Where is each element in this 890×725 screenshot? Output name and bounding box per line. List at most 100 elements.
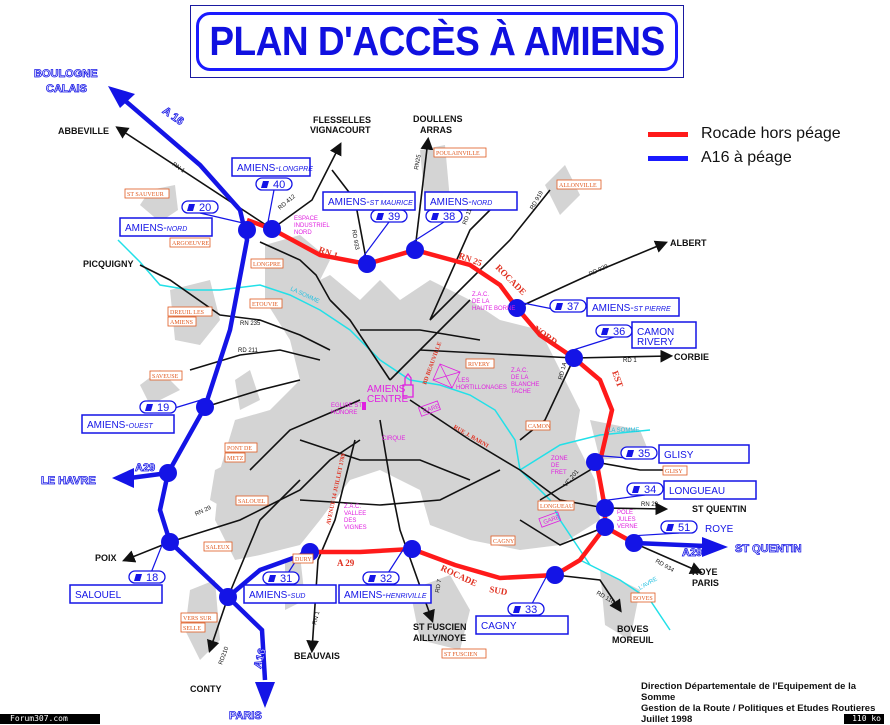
legend-item-rocade: Rocade hors péage <box>648 122 841 146</box>
exit-sign-icon <box>145 404 153 411</box>
exit-sign-icon <box>261 181 269 188</box>
locality-label: METZ <box>224 452 246 463</box>
svg-text:SALOUEL: SALOUEL <box>238 499 266 505</box>
locality-label: ALLONVILLE <box>556 179 602 190</box>
exit-37[interactable]: 37 AMIENS-ST PIERRE <box>508 297 680 317</box>
locality-label: SELLE <box>180 622 206 633</box>
exit-name-box: AMIENS-ST MAURICE <box>322 191 416 211</box>
dest-ailly-noye: AILLY/NOYE <box>413 633 466 643</box>
exit-name-box: AMIENS-NORD <box>119 217 213 237</box>
exit-number-badge: 34 <box>626 482 664 496</box>
exit-name-box: LONGUEAU <box>663 480 757 500</box>
secondary-roads <box>115 126 703 654</box>
svg-text:ETOUVIE: ETOUVIE <box>252 302 278 308</box>
exit-51[interactable]: 51 ROYE <box>625 520 734 552</box>
dest-corbie: CORBIE <box>674 352 709 362</box>
dest-flesselles: FLESSELLES <box>313 115 371 125</box>
roundabout <box>358 255 376 273</box>
roundabout <box>263 220 281 238</box>
credit-date: Juillet 1998 <box>641 714 693 725</box>
exit-number-badge: 36 <box>595 324 633 338</box>
locality-label: LONGPRE <box>250 258 284 269</box>
road-avre: L'AVRE <box>638 576 659 591</box>
legend: Rocade hors péage A16 à péage <box>648 122 841 170</box>
exit-sign-icon <box>134 574 142 581</box>
exit-sign-icon <box>632 486 640 493</box>
exit-name: AMIENS-ST PIERRE <box>592 303 671 314</box>
church-icon <box>362 402 366 410</box>
road-rn1-north: RN 1 <box>171 162 186 175</box>
exit-name: AMIENS-SUD <box>249 590 305 601</box>
exit-number-badge: 51 <box>660 520 698 534</box>
roundabout <box>625 534 643 552</box>
exit-number: 32 <box>380 573 392 585</box>
dest-st-quentin: ST QUENTIN <box>692 504 747 514</box>
svg-text:CAGNY: CAGNY <box>493 539 515 545</box>
credit-line: Gestion de la Route / Politiques et Etud… <box>641 703 876 714</box>
dest-abbeville: ABBEVILLE <box>58 126 109 136</box>
road-rd1: RD 1 <box>623 358 637 364</box>
exit-name-box: AMIENS-HENRIVILLE <box>338 584 432 604</box>
arrow-west <box>112 468 134 488</box>
exit-number: 33 <box>525 604 537 616</box>
exit-number-badge: 40 <box>255 177 293 191</box>
locality-label: BOVES <box>630 592 656 603</box>
exit-name: CAGNY <box>481 621 517 632</box>
exit-sign-icon <box>666 524 674 531</box>
exit-name-box: ROYE <box>705 524 734 535</box>
exit-sign-icon <box>513 606 521 613</box>
legend-label: Rocade hors péage <box>701 125 841 142</box>
exit-name-box: AMIENS-SUD <box>243 584 337 604</box>
exit-number-badge: 37 <box>549 299 587 313</box>
exit-sign-icon <box>368 575 376 582</box>
exit-number-badge: 31 <box>262 571 300 585</box>
exit-sign-icon <box>376 213 384 220</box>
exit-pointer <box>362 221 390 258</box>
exit-number: 39 <box>388 211 400 223</box>
page-title: PLAN D'ACCÈS À AMIENS <box>209 18 665 64</box>
svg-text:ALLONVILLE: ALLONVILLE <box>559 183 597 189</box>
gare-label: GARE <box>418 400 441 417</box>
dest-arras: ARRAS <box>420 125 452 135</box>
locality-label: CAGNY <box>490 535 516 546</box>
exit-name: SALOUEL <box>75 590 122 601</box>
exit-number: 19 <box>157 402 169 414</box>
roundabout <box>238 221 256 239</box>
road-la-somme-east: LA SOMME <box>608 428 639 434</box>
exit-name: GLISY <box>664 450 694 461</box>
roundabout <box>406 241 424 259</box>
road-rd412: RD 412 <box>277 193 297 211</box>
svg-text:DREUIL LES: DREUIL LES <box>170 310 204 316</box>
roundabout <box>403 540 421 558</box>
exit-number-badge: 32 <box>362 571 400 585</box>
svg-text:BOVES: BOVES <box>633 596 653 602</box>
locality-label: POULAINVILLE <box>433 147 487 158</box>
road-rd210: RD210 <box>218 645 230 665</box>
label-a16-south: A16 <box>252 647 269 670</box>
road-rd1a: RD 1A <box>558 362 568 381</box>
svg-text:GLISY: GLISY <box>665 469 683 475</box>
road-rn29-east: RN 29 <box>641 502 659 508</box>
road-sud-label: SUD <box>489 584 509 597</box>
locality-label: CAMON <box>525 420 551 431</box>
legend-swatch-red <box>648 131 688 137</box>
svg-text:ARGOEUVRE: ARGOEUVRE <box>172 241 209 247</box>
dest-beauvais: BEAUVAIS <box>294 651 340 661</box>
road-est-label: EST <box>610 369 625 388</box>
hortillonages-icon <box>432 363 461 389</box>
